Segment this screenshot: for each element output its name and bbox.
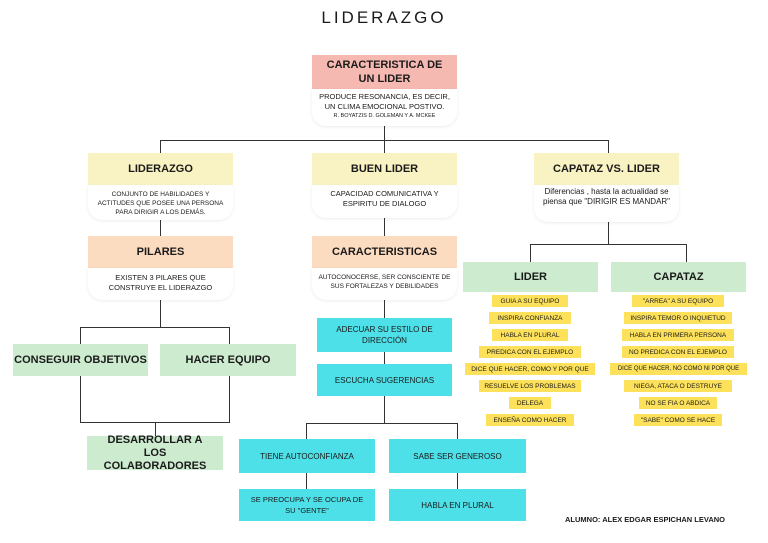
buen-lider-text: CAPACIDAD COMUNICATIVA Y ESPIRITU DE DIA… (330, 189, 439, 208)
lider-item: PREDICA CON EL EJEMPLO (479, 346, 581, 358)
carac-preocupa-gente: SE PREOCUPA Y SE OCUPA DE SU "GENTE" (239, 489, 375, 521)
pilares-heading: PILARES (88, 236, 233, 268)
connector (384, 126, 385, 140)
lider-item: DICE QUE HACER, COMO Y POR QUE (465, 363, 595, 375)
connector (608, 140, 609, 153)
connector (530, 244, 686, 245)
lider-item: HABLA EN PLURAL (492, 329, 568, 341)
lider-item: DELEGA (509, 397, 551, 409)
connector (306, 423, 307, 439)
connector (608, 222, 609, 244)
lider-heading: LIDER (463, 262, 598, 292)
connector (306, 473, 307, 489)
capataz-heading: CAPATAZ (611, 262, 746, 292)
connector (160, 300, 161, 327)
carac-generoso: SABE SER GENEROSO (389, 439, 526, 473)
capataz-vs-lider-heading: CAPATAZ VS. LIDER (534, 153, 679, 185)
root-heading: CARACTERISTICA DE UN LIDER (312, 55, 457, 89)
capataz-item: NO SE FIA O ABDICA (639, 397, 717, 409)
connector (160, 220, 161, 236)
capataz-item: "ARREA" A SU EQUIPO (632, 295, 724, 307)
connector (384, 396, 385, 423)
buen-lider-card: CAPACIDAD COMUNICATIVA Y ESPIRITU DE DIA… (312, 185, 457, 218)
capataz-vs-text: Diferencias , hasta la actualidad se pie… (542, 187, 671, 206)
connector (80, 327, 230, 328)
connector (160, 140, 161, 153)
connector (457, 473, 458, 489)
page-title: LIDERAZGO (321, 8, 447, 27)
capataz-vs-card: Diferencias , hasta la actualidad se pie… (534, 185, 679, 222)
capataz-item: "SABE" COMO SE HACE (634, 414, 722, 426)
carac-escucha-sugerencias: ESCUCHA SUGERENCIAS (317, 364, 452, 396)
liderazgo-text: CONJUNTO DE HABILIDADES Y ACTITUDES QUE … (97, 191, 224, 216)
caracteristicas-heading: CARACTERISTICAS (312, 236, 457, 268)
connector (686, 244, 687, 262)
connector (530, 244, 531, 262)
lider-item: ENSEÑA COMO HACER (486, 414, 574, 426)
pilares-text: EXISTEN 3 PILARES QUE CONSTRUYE EL LIDER… (108, 273, 213, 292)
capataz-item: NIEGA, ATACA O DESTRUYE (624, 380, 732, 392)
connector (457, 423, 458, 439)
capataz-item: HABLA EN PRIMERA PERSONA (622, 329, 734, 341)
connector (306, 423, 458, 424)
lider-item: RESUELVE LOS PROBLEMAS (479, 380, 581, 392)
capataz-item: NO PREDICA CON EL EJEMPLO (622, 346, 734, 358)
pilares-card: EXISTEN 3 PILARES QUE CONSTRUYE EL LIDER… (88, 268, 233, 300)
connector (384, 300, 385, 318)
connector (384, 140, 385, 153)
carac-habla-plural: HABLA EN PLURAL (389, 489, 526, 521)
caracteristicas-text: AUTOCONOCERSE, SER CONSCIENTE DE SUS FOR… (318, 274, 451, 290)
caracteristicas-card: AUTOCONOCERSE, SER CONSCIENTE DE SUS FOR… (312, 268, 457, 300)
carac-adecuar-estilo: ADECUAR SU ESTILO DE DIRECCIÓN (317, 318, 452, 352)
connector (384, 218, 385, 236)
connector (384, 352, 385, 364)
pilar-conseguir-objetivos: CONSEGUIR OBJETIVOS (13, 344, 148, 376)
connector (229, 376, 230, 422)
capataz-item: INSPIRA TEMOR O INQUIETUD (624, 312, 732, 324)
buen-lider-heading: BUEN LIDER (312, 153, 457, 185)
connector (80, 376, 81, 422)
liderazgo-card: CONJUNTO DE HABILIDADES Y ACTITUDES QUE … (88, 185, 233, 220)
pilar-hacer-equipo: HACER EQUIPO (160, 344, 296, 376)
connector (155, 422, 156, 436)
capataz-item: DICE QUE HACER, NO COMO NI POR QUE (610, 363, 747, 375)
pilar-desarrollar-colaboradores: DESARROLLAR A LOS COLABORADORES (87, 434, 223, 472)
liderazgo-heading: LIDERAZGO (88, 153, 233, 185)
lider-item: GUIA A SU EQUIPO (492, 295, 568, 307)
connector (229, 327, 230, 344)
root-card: PRODUCE RESONANCIA, ES DECIR, UN CLIMA E… (312, 89, 457, 126)
root-credit: R. BOYATZIS D. GOLEMAN Y A. MCKEE (333, 113, 436, 119)
connector (80, 327, 81, 344)
lider-item: INSPIRA CONFIANZA (489, 312, 571, 324)
root-text: PRODUCE RESONANCIA, ES DECIR, UN CLIMA E… (319, 92, 450, 111)
carac-autoconfianza: TIENE AUTOCONFIANZA (239, 439, 375, 473)
author-label: ALUMNO: ALEX EDGAR ESPICHAN LEVANO (565, 515, 726, 524)
